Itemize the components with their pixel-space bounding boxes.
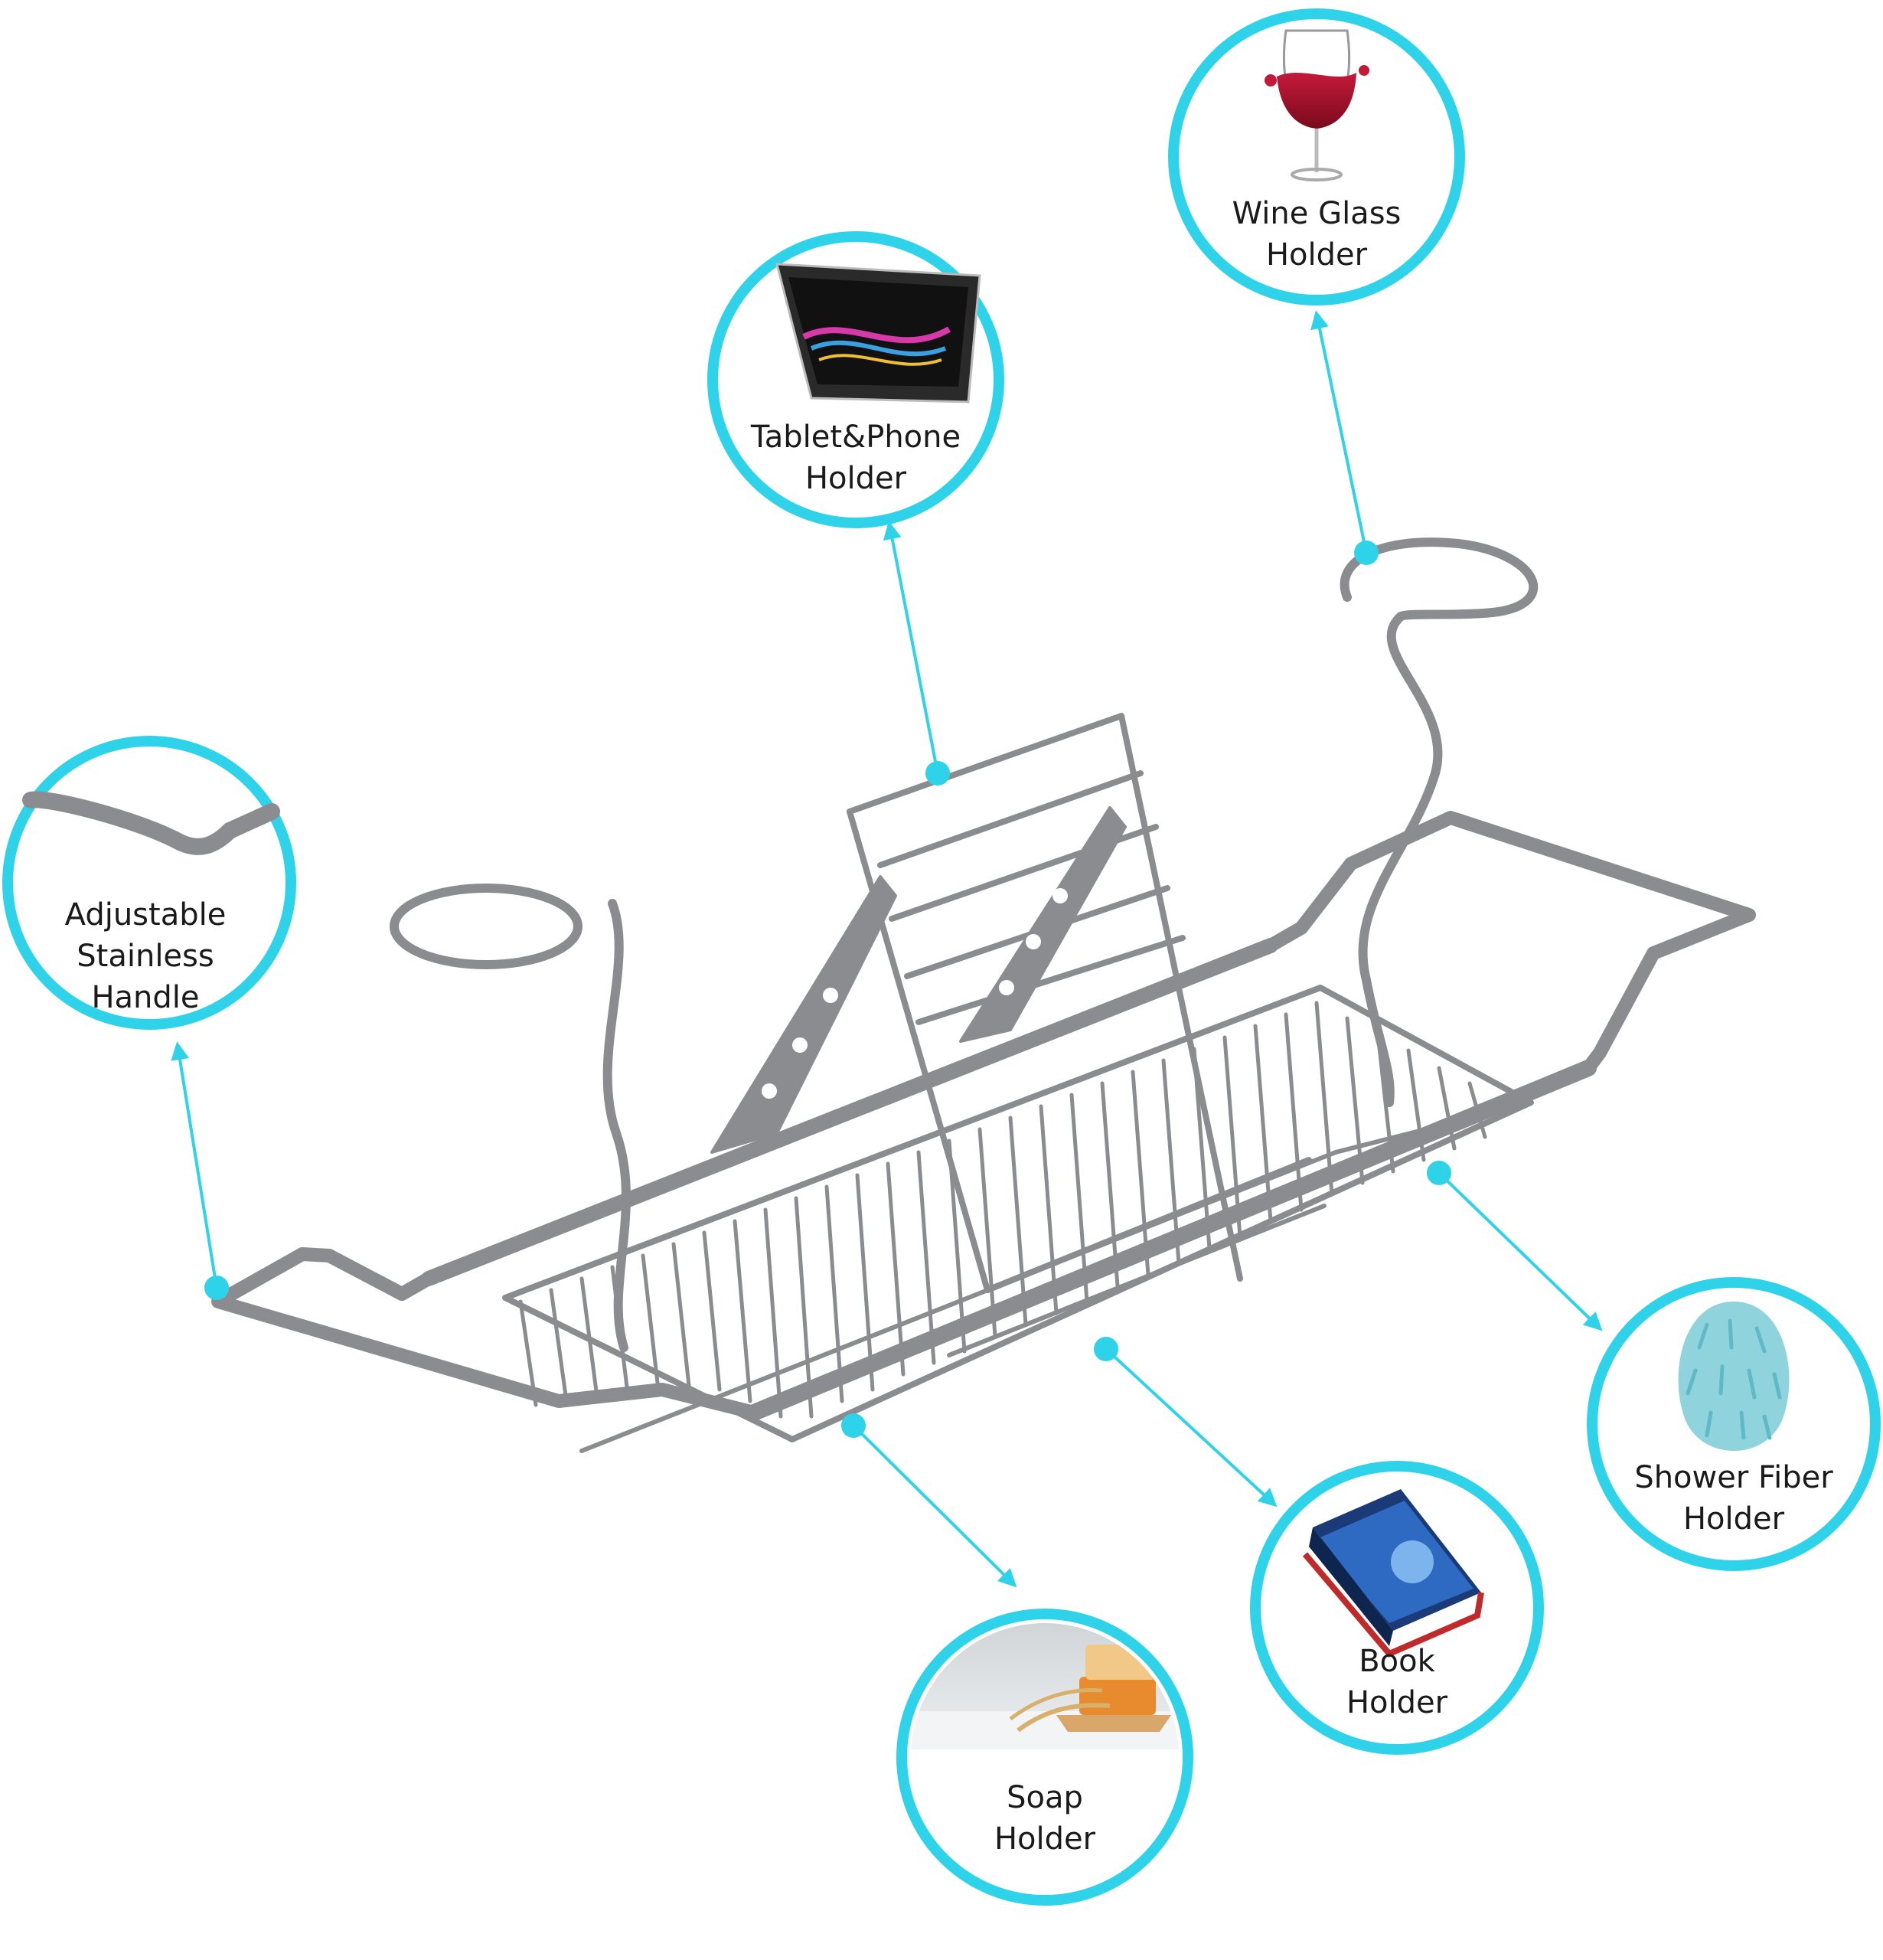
fiber-anchor-dot bbox=[1427, 1161, 1451, 1185]
handle-label-line3: Handle bbox=[91, 980, 199, 1015]
wine-label-line1: Wine Glass bbox=[1232, 196, 1402, 231]
soap-anchor-dot bbox=[841, 1413, 866, 1438]
left-cup-holder bbox=[390, 884, 631, 1352]
bath-caddy-rack bbox=[211, 537, 1756, 1453]
wine-glass-icon bbox=[1265, 29, 1369, 181]
book-anchor-dot bbox=[1094, 1337, 1118, 1361]
soap-label-line2: Holder bbox=[994, 1821, 1096, 1857]
tablet-icon bbox=[775, 263, 981, 403]
soap-icon bbox=[911, 1623, 1179, 1749]
book-icon bbox=[1302, 1489, 1484, 1658]
basket-wires bbox=[518, 1001, 1487, 1419]
right-handle-frame bbox=[1264, 811, 1756, 1075]
left-handle-frame bbox=[211, 1247, 761, 1419]
fiber-label-line2: Holder bbox=[1683, 1501, 1785, 1537]
handle-label-line2: Stainless bbox=[77, 939, 214, 974]
soap-label-line1: Soap bbox=[1007, 1780, 1083, 1815]
callout-book-holder: Book Holder bbox=[1250, 1461, 1544, 1755]
book-label-line1: Book bbox=[1359, 1644, 1435, 1679]
handle-label-line1: Adjustable bbox=[65, 897, 227, 933]
handle-bar-icon bbox=[22, 791, 280, 855]
tablet-label-line1: Tablet&Phone bbox=[750, 420, 961, 455]
callout-shower-fiber-holder: Shower Fiber Holder bbox=[1587, 1277, 1881, 1571]
wine-label-line2: Holder bbox=[1266, 237, 1368, 273]
tablet-label-line2: Holder bbox=[805, 461, 907, 496]
callout-wine-glass-holder: Wine Glass Holder bbox=[1168, 8, 1465, 305]
callout-soap-holder: Soap Holder bbox=[896, 1609, 1193, 1906]
callout-adjustable-handle: Adjustable Stainless Handle bbox=[2, 736, 296, 1030]
fiber-label-line1: Shower Fiber bbox=[1634, 1460, 1833, 1495]
back-rail bbox=[421, 938, 1278, 1286]
tablet-anchor-dot bbox=[925, 761, 950, 786]
wine-anchor-dot bbox=[1354, 541, 1379, 565]
shower-fiber-icon bbox=[1678, 1302, 1790, 1451]
callout-connectors bbox=[171, 310, 1603, 1588]
handle-anchor-dot bbox=[204, 1276, 229, 1300]
callout-tablet-phone-holder: Tablet&Phone Holder bbox=[707, 231, 1004, 528]
book-label-line2: Holder bbox=[1346, 1685, 1448, 1720]
stand-bracket-left bbox=[710, 875, 897, 1154]
